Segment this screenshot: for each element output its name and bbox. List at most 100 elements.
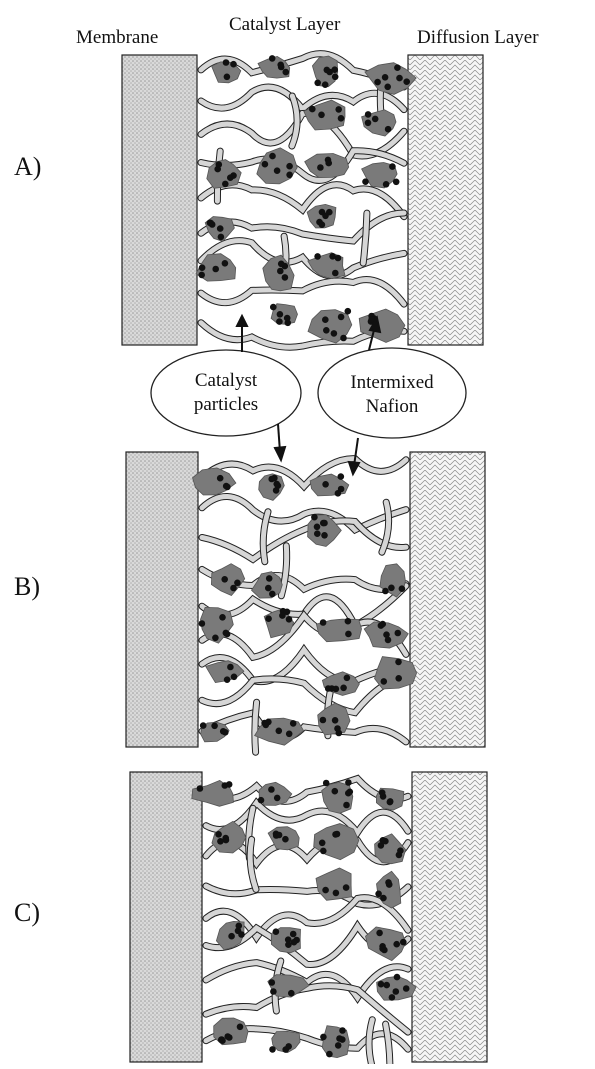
catalyst-particle <box>318 221 326 228</box>
catalyst-particle <box>289 930 297 938</box>
catalyst-particle <box>285 730 293 738</box>
catalyst-particle <box>334 254 342 262</box>
catalyst-particle <box>379 620 387 628</box>
catalyst-particle <box>313 523 321 531</box>
catalyst-particle <box>322 886 329 894</box>
catalyst-particle <box>343 674 351 682</box>
catalyst-particle <box>362 178 369 185</box>
catalyst-particle <box>268 475 276 483</box>
catalyst-particle <box>276 311 284 318</box>
catalyst-particle <box>378 789 386 796</box>
catalyst-particle <box>382 181 390 188</box>
catalyst-particle <box>385 879 392 886</box>
catalyst-particle <box>216 474 224 482</box>
catalyst-particle <box>402 985 410 992</box>
nafion-strand <box>203 960 411 1003</box>
nafion-strand <box>252 699 260 755</box>
nafion-strand <box>198 182 407 220</box>
catalyst-cluster <box>258 473 285 501</box>
catalyst-particle <box>234 579 241 587</box>
catalyst-particle <box>236 1023 244 1031</box>
catalyst-particle <box>311 513 318 521</box>
catalyst-particle <box>322 779 330 787</box>
catalyst-particle <box>331 73 339 81</box>
nafion-strand <box>289 93 300 149</box>
nafion-callout-line2: Nafion <box>365 396 419 417</box>
catalyst-particle <box>380 894 387 902</box>
catalyst-particle <box>320 847 327 855</box>
nafion-strand <box>383 1021 393 1069</box>
catalyst-particle <box>318 839 326 847</box>
nafion-strand <box>198 148 407 183</box>
catalyst-particle <box>395 675 403 682</box>
catalyst-particle <box>386 798 394 805</box>
catalyst-particle <box>331 66 339 73</box>
panel-c-label: C) <box>14 898 40 927</box>
catalyst-particle <box>342 884 350 891</box>
membrane-header: Membrane <box>76 27 159 48</box>
catalyst-particle <box>230 584 237 592</box>
catalyst-particle <box>211 722 218 730</box>
catalyst-particle <box>364 119 372 127</box>
catalyst-particle <box>403 78 411 85</box>
catalyst-particle <box>337 313 345 321</box>
catalyst-particle <box>282 835 289 843</box>
catalyst-particle <box>216 225 224 232</box>
catalyst-arrow-down-head <box>273 445 287 463</box>
catalyst-particle <box>317 164 324 171</box>
catalyst-particle <box>268 979 276 986</box>
catalyst-particle <box>221 260 229 267</box>
catalyst-particle <box>396 74 403 82</box>
catalyst-particle <box>393 940 401 948</box>
catalyst-particle <box>379 837 387 844</box>
catalyst-cluster <box>210 563 246 596</box>
catalyst-particle <box>389 163 396 170</box>
catalyst-particle <box>319 716 327 724</box>
catalyst-cluster <box>365 926 406 962</box>
membrane-layer-c <box>129 771 203 1063</box>
panel-b <box>125 451 486 756</box>
nafion-strand <box>260 509 271 565</box>
catalyst-particle <box>265 584 272 592</box>
catalyst-layer-header: Catalyst Layer <box>229 14 341 35</box>
catalyst-cluster <box>258 781 293 806</box>
callout-group <box>150 313 467 477</box>
catalyst-particle <box>268 786 275 793</box>
catalyst-particle <box>334 725 341 732</box>
catalyst-particle <box>321 81 329 88</box>
catalyst-callout-line1: Catalyst <box>194 370 258 391</box>
catalyst-callout-ellipse <box>150 349 302 437</box>
catalyst-particle <box>257 796 265 804</box>
nafion-strand <box>203 983 411 1035</box>
catalyst-particle <box>318 111 325 119</box>
nafion-strand <box>203 775 411 804</box>
catalyst-cluster <box>206 159 242 189</box>
catalyst-cluster <box>271 1030 301 1054</box>
catalyst-particle <box>326 1050 333 1058</box>
catalyst-particle <box>377 842 385 849</box>
catalyst-particle <box>309 105 316 113</box>
catalyst-particle <box>331 787 339 795</box>
catalyst-particle <box>238 931 245 938</box>
catalyst-particle <box>344 617 352 625</box>
nafion-arrow-up-head <box>368 315 382 334</box>
catalyst-particle <box>227 663 234 671</box>
nafion-arrow-down-head <box>347 460 361 477</box>
nafion-strand <box>198 110 407 159</box>
catalyst-cluster <box>315 867 352 901</box>
catalyst-particle <box>388 994 396 1001</box>
catalyst-layer-c <box>191 774 417 1069</box>
catalyst-particle <box>371 115 379 123</box>
catalyst-particle <box>330 330 338 337</box>
catalyst-particle <box>343 801 350 809</box>
catalyst-particle <box>275 831 283 839</box>
catalyst-particle <box>331 717 339 724</box>
catalyst-particle <box>270 988 277 995</box>
catalyst-particle <box>198 620 206 627</box>
catalyst-particle <box>282 68 290 76</box>
catalyst-particle <box>279 612 286 619</box>
catalyst-particle <box>332 889 340 897</box>
catalyst-particle <box>277 61 285 69</box>
nafion-strand <box>199 710 409 745</box>
